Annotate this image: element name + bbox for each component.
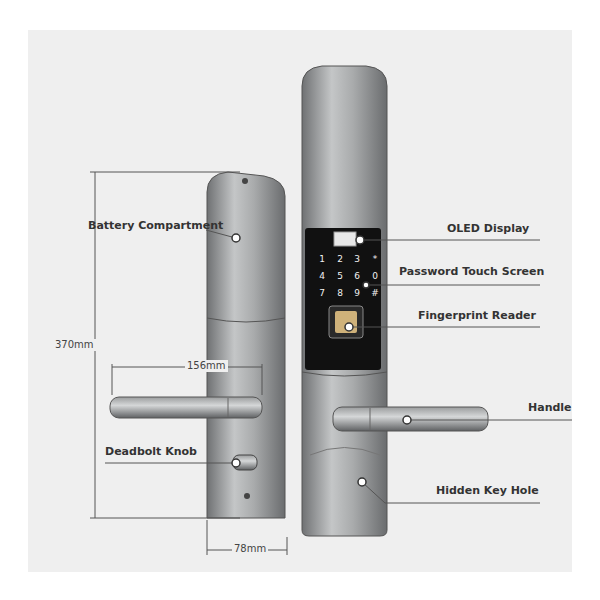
extension-line [90,518,240,519]
keypad-key: 5 [337,271,343,282]
leader-line [361,240,540,241]
extension-line [207,520,208,555]
dimension-label: 156mm [185,360,228,372]
part-label: Hidden Key Hole [436,484,539,497]
callout-dot [232,459,240,467]
leader-line [105,463,232,464]
callout-dot [356,236,364,244]
dimension-label: 78mm [232,543,268,555]
keypad-key: 9 [354,288,360,299]
keypad-key: 8 [337,288,343,299]
oled-display [334,232,356,246]
leader-line [366,285,540,286]
part-label: Deadbolt Knob [105,445,197,458]
leader-line [408,420,572,421]
callout-dot [358,478,366,486]
keypad-key: 4 [319,271,325,282]
callout-dot [403,416,411,424]
plate-seam [207,318,285,322]
keypad-key: 3 [354,254,360,265]
touch-screen-panel [305,228,381,370]
leader-line [349,327,540,328]
keypad-key: 7 [319,288,325,299]
fingerprint-reader [329,306,363,338]
outer-handle [333,407,488,431]
handle-joint [228,398,229,417]
part-label: Battery Compartment [88,219,223,232]
callout-dot [232,234,240,242]
front-plate [302,66,387,536]
screw [244,493,250,499]
part-label: Fingerprint Reader [418,309,536,322]
keypad-key: 0 [372,271,378,282]
inner-handle [110,397,262,418]
fingerprint-sensor [335,311,357,333]
keypad-key: 2 [337,254,343,265]
leader-line [362,482,540,503]
part-label: OLED Display [447,222,529,235]
callout-dot [363,282,369,288]
extension-line [262,364,263,395]
plate-seam [310,448,380,456]
background-panel [28,30,572,572]
part-label: Password Touch Screen [399,265,544,278]
callout-dot [345,323,353,331]
keypad-key: 1 [319,254,325,265]
extension-line [90,172,240,173]
extension-line [287,537,288,555]
part-label: Handle [528,401,572,414]
extension-line [112,364,113,395]
handle-joint [370,408,371,430]
keypad-key: * [373,254,378,265]
deadbolt-knob [233,455,257,470]
plate-seam [302,372,387,376]
keypad-key: 6 [354,271,360,282]
screw [242,178,248,184]
dimension-label: 370mm [53,339,96,351]
keypad-key: # [371,288,379,299]
